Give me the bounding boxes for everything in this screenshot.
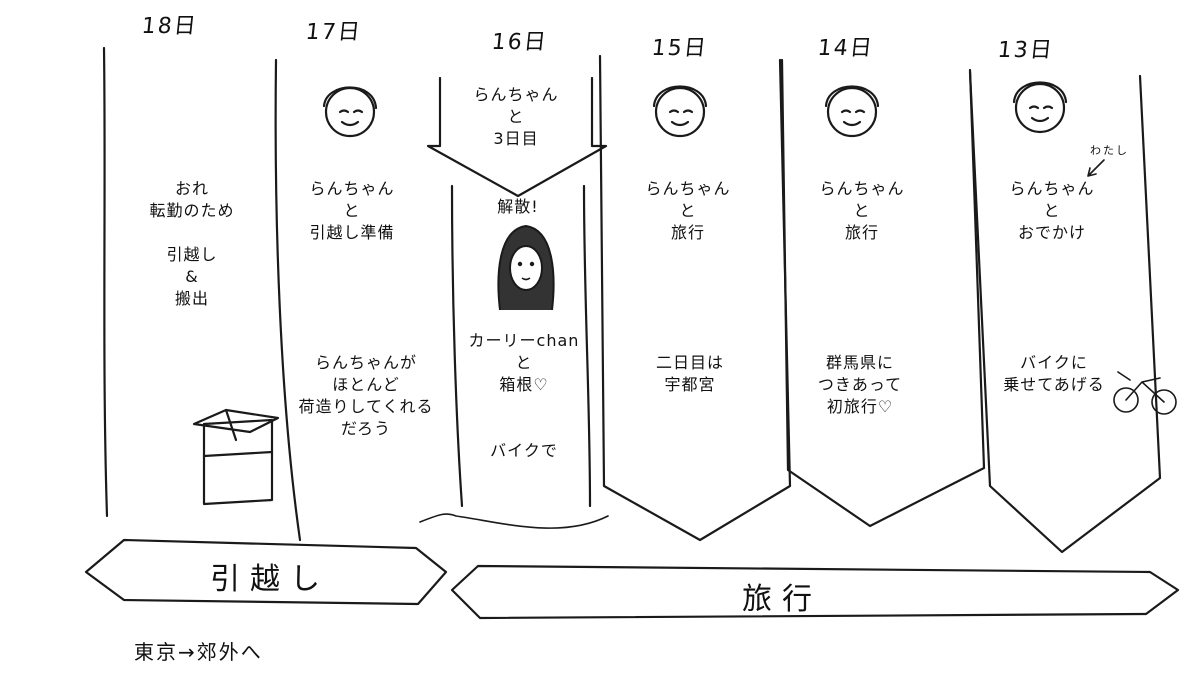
band-travel-label: 旅行 <box>742 582 822 617</box>
arrow-16 <box>426 76 608 198</box>
col15-text-1: らんちゃん と 旅行 <box>645 179 731 242</box>
band-moving-label: 引越し <box>210 562 330 597</box>
divider-line <box>274 58 302 542</box>
col15-text-2: 二日目は 宇都宮 <box>655 353 725 394</box>
divider-line <box>102 46 109 518</box>
divider-line <box>582 184 592 508</box>
col17-text-2: らんちゃんが ほとんど 荷造りしてくれる だろう <box>298 353 434 438</box>
band-moving <box>84 538 448 606</box>
date-16: 16日 <box>490 30 550 55</box>
arrow-13 <box>968 70 1162 554</box>
col13-text-2: バイクに 乗せてあげる <box>1003 353 1105 394</box>
date-13: 13日 <box>996 38 1056 63</box>
col13-text-1: らんちゃん と おでかけ <box>1009 179 1095 242</box>
col18-text: おれ 転勤のため 引越し & 搬出 <box>149 179 235 308</box>
pointer-arrow <box>1087 159 1105 177</box>
col14-text-1: らんちゃん と 旅行 <box>819 179 905 242</box>
arrow-15 <box>598 54 792 542</box>
box-icon <box>192 408 280 506</box>
face-icon <box>1012 81 1068 134</box>
band-travel <box>450 564 1180 620</box>
divider-line <box>450 184 464 508</box>
face-icon <box>322 86 378 138</box>
col16-text-4: バイクで <box>490 441 558 460</box>
date-14: 14日 <box>816 36 876 61</box>
arrow-14 <box>780 58 986 528</box>
col16-text-2: 解散! <box>497 197 539 216</box>
col13-note: わたし <box>1090 144 1129 157</box>
date-18: 18日 <box>140 14 200 39</box>
col14-text-2: 群馬県に つきあって 初旅行♡ <box>817 353 903 416</box>
date-17: 17日 <box>304 20 364 45</box>
col16-text-3: カーリーchan と 箱根♡ <box>468 331 580 394</box>
scribble-line <box>419 513 609 529</box>
bicycle-icon <box>1113 371 1177 415</box>
col17-text-1: らんちゃん と 引越し準備 <box>309 179 395 242</box>
col16-text-1: らんちゃん と 3日目 <box>473 85 559 148</box>
face-icon <box>652 85 708 138</box>
footer-note: 東京→郊外へ <box>134 640 263 664</box>
girl-face-icon <box>497 224 555 311</box>
face-icon <box>824 85 880 138</box>
date-15: 15日 <box>650 36 710 61</box>
